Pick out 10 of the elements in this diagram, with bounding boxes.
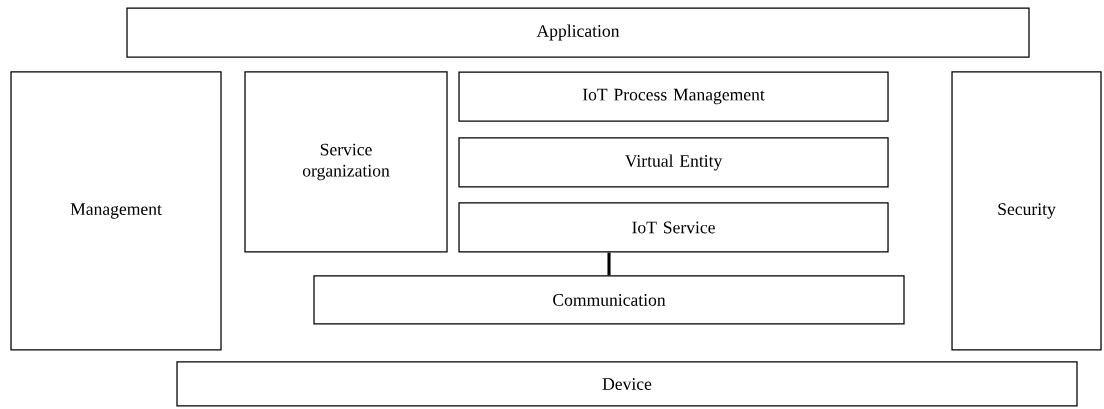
connector-line [607, 252, 611, 276]
layer-box: IoT Process Management [458, 71, 889, 122]
layer-box: Communication [313, 275, 905, 325]
layer-box: Management [10, 71, 222, 351]
layer-box: IoT Service [458, 202, 889, 253]
layer-box: Service organization [244, 71, 448, 253]
layer-box: Device [176, 361, 1078, 407]
layer-box: Virtual Entity [458, 137, 889, 188]
layer-box: Application [126, 7, 1030, 58]
layer-box: Security [951, 71, 1102, 351]
